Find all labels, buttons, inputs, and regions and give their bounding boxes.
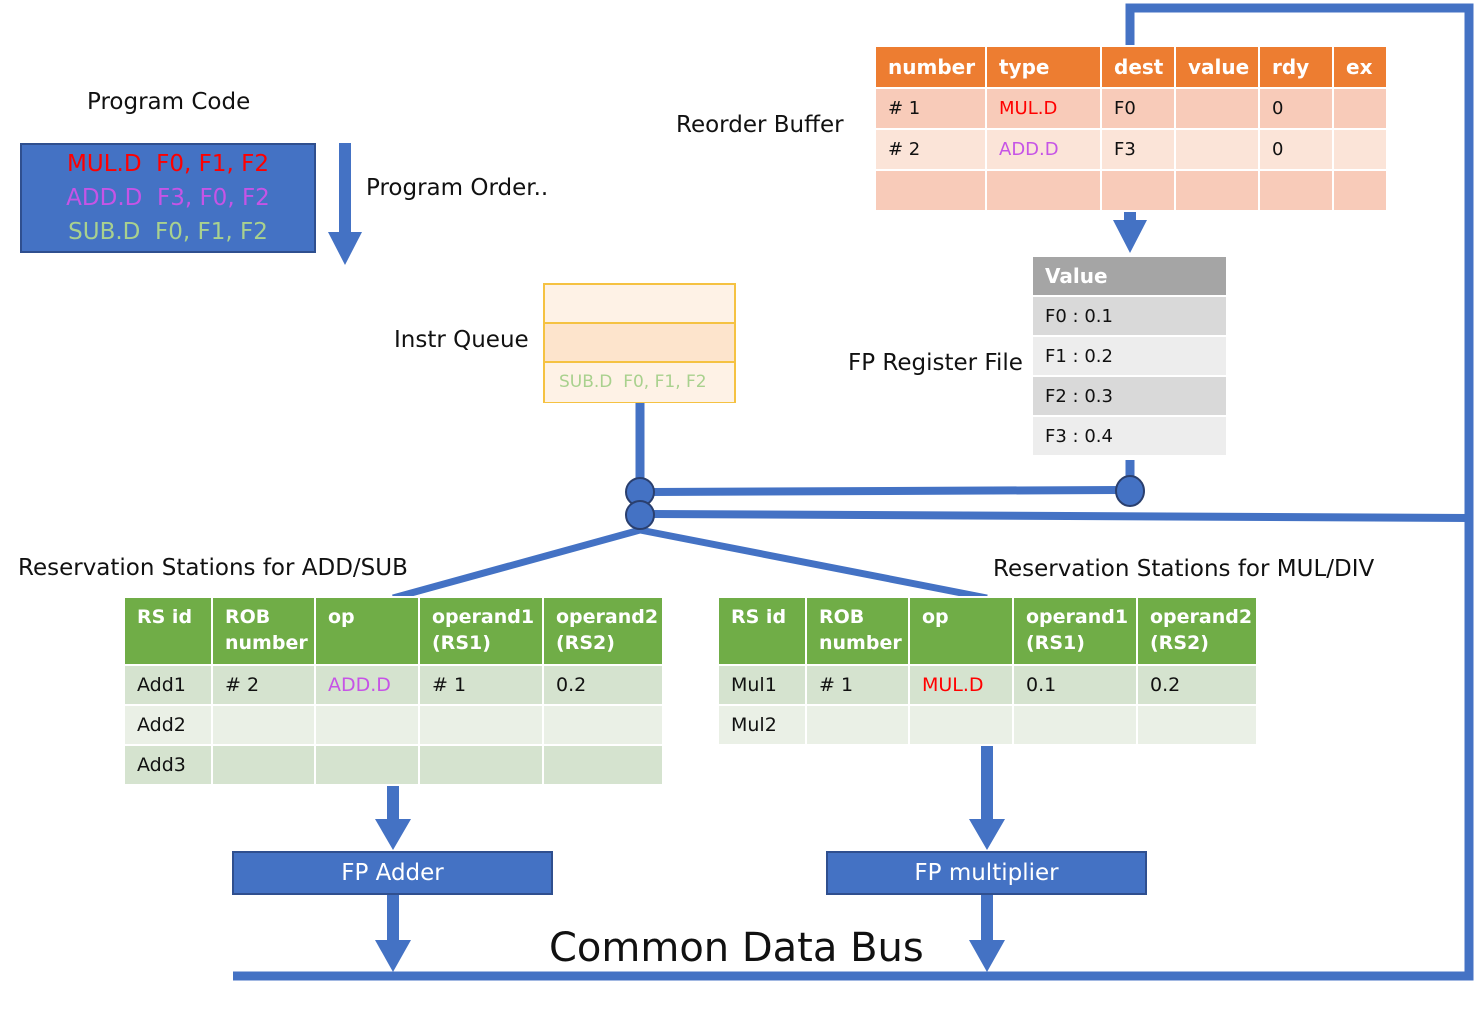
rs-add-cell [211, 704, 316, 746]
rob-cell: MUL.D [985, 87, 1102, 130]
rs-add-row: Add2 [123, 704, 664, 746]
register-file-table: Value F0 : 0.1 F1 : 0.2 F2 : 0.3 F3 : 0.… [1031, 255, 1228, 457]
rs-mul-cell: MUL.D [908, 664, 1014, 706]
rob-cell: # 1 [874, 87, 987, 130]
rs-add-cell: # 1 [418, 664, 544, 706]
rob-cell [1174, 169, 1260, 212]
fp-multiplier-unit: FP multiplier [826, 851, 1147, 895]
rs-add-label: Reservation Stations for ADD/SUB [18, 555, 408, 581]
rs-add-cell [314, 744, 420, 786]
rs-mul-cell: # 1 [805, 664, 910, 706]
rob-header: number [874, 45, 987, 89]
rob-cell [1332, 87, 1388, 130]
rs-add-table: RS id ROB number op operand1 (RS1) opera… [123, 596, 664, 786]
rob-cell: 0 [1258, 87, 1334, 130]
rs-add-header: operand2 (RS2) [542, 596, 664, 666]
rs-mul-cell: 0.2 [1136, 664, 1258, 706]
rs-add-cell [418, 704, 544, 746]
register-row: F0 : 0.1 [1031, 295, 1228, 337]
register-row: F3 : 0.4 [1031, 415, 1228, 457]
rob-row: # 1 MUL.D F0 0 [874, 87, 1388, 130]
rs-mul-header: operand2 (RS2) [1136, 596, 1258, 666]
rs-add-header: op [314, 596, 420, 666]
program-order-label: Program Order.. [366, 175, 549, 201]
rob-cell: F0 [1100, 87, 1176, 130]
rs-mul-table: RS id ROB number op operand1 (RS1) opera… [717, 596, 1258, 746]
register-file-label: FP Register File [848, 350, 1023, 376]
instr-queue: SUB.D F0, F1, F2 [543, 283, 736, 403]
program-line-mul: MUL.D F0, F1, F2 [67, 151, 269, 177]
rs-add-cell [542, 744, 664, 786]
rob-cell [985, 169, 1102, 212]
program-line-sub: SUB.D F0, F1, F2 [68, 219, 268, 245]
register-row: F1 : 0.2 [1031, 335, 1228, 377]
rs-mul-header: RS id [717, 596, 807, 666]
rob-cell [1332, 169, 1388, 212]
rs-add-cell: Add1 [123, 664, 213, 706]
rob-cell [1174, 87, 1260, 130]
rs-mul-cell: Mul1 [717, 664, 807, 706]
rs-mul-label: Reservation Stations for MUL/DIV [993, 556, 1375, 582]
rs-add-cell [211, 744, 316, 786]
rs-add-cell: 0.2 [542, 664, 664, 706]
rs-mul-header: ROB number [805, 596, 910, 666]
rob-header: ex [1332, 45, 1388, 89]
rob-header: rdy [1258, 45, 1334, 89]
rob-cell [1258, 169, 1334, 212]
reorder-buffer-table: number type dest value rdy ex # 1 MUL.D … [874, 45, 1388, 212]
rs-mul-header: operand1 (RS1) [1012, 596, 1138, 666]
rs-add-cell [418, 744, 544, 786]
rs-add-cell [314, 704, 420, 746]
rob-header: value [1174, 45, 1260, 89]
rob-cell [1100, 169, 1176, 212]
rob-row [874, 169, 1388, 212]
program-line-add: ADD.D F3, F0, F2 [66, 185, 270, 211]
rs-mul-cell [908, 704, 1014, 746]
rob-header: dest [1100, 45, 1176, 89]
instr-queue-slot [545, 324, 734, 363]
rob-cell: 0 [1258, 128, 1334, 171]
reorder-buffer-label: Reorder Buffer [676, 112, 844, 138]
rob-cell: F3 [1100, 128, 1176, 171]
instr-queue-slot: SUB.D F0, F1, F2 [545, 363, 734, 402]
rs-add-cell: ADD.D [314, 664, 420, 706]
rs-add-cell: Add3 [123, 744, 213, 786]
rob-cell [1332, 128, 1388, 171]
rs-add-cell: Add2 [123, 704, 213, 746]
rs-add-header: operand1 (RS1) [418, 596, 544, 666]
common-data-bus-label: Common Data Bus [549, 925, 924, 971]
rs-add-cell [542, 704, 664, 746]
rs-add-cell: # 2 [211, 664, 316, 706]
rob-cell: # 2 [874, 128, 987, 171]
instr-queue-slot [545, 285, 734, 324]
rs-add-row: Add3 [123, 744, 664, 786]
rs-mul-cell: Mul2 [717, 704, 807, 746]
rs-mul-cell [1136, 704, 1258, 746]
rob-header: type [985, 45, 1102, 89]
rs-mul-row: Mul2 [717, 704, 1258, 746]
program-code-title: Program Code [87, 89, 251, 115]
rob-cell [1174, 128, 1260, 171]
fp-adder-unit: FP Adder [232, 851, 553, 895]
rs-mul-cell [805, 704, 910, 746]
program-code-box: MUL.D F0, F1, F2 ADD.D F3, F0, F2 SUB.D … [20, 143, 316, 253]
rs-mul-row: Mul1 # 1 MUL.D 0.1 0.2 [717, 664, 1258, 706]
rob-cell [874, 169, 987, 212]
rs-add-header: RS id [123, 596, 213, 666]
rs-mul-cell [1012, 704, 1138, 746]
rob-cell: ADD.D [985, 128, 1102, 171]
rs-mul-cell: 0.1 [1012, 664, 1138, 706]
register-row: F2 : 0.3 [1031, 375, 1228, 417]
rs-add-header: ROB number [211, 596, 316, 666]
instr-queue-label: Instr Queue [394, 327, 529, 353]
rs-mul-header: op [908, 596, 1014, 666]
register-file-header: Value [1031, 255, 1228, 297]
rs-add-row: Add1 # 2 ADD.D # 1 0.2 [123, 664, 664, 706]
rob-row: # 2 ADD.D F3 0 [874, 128, 1388, 171]
